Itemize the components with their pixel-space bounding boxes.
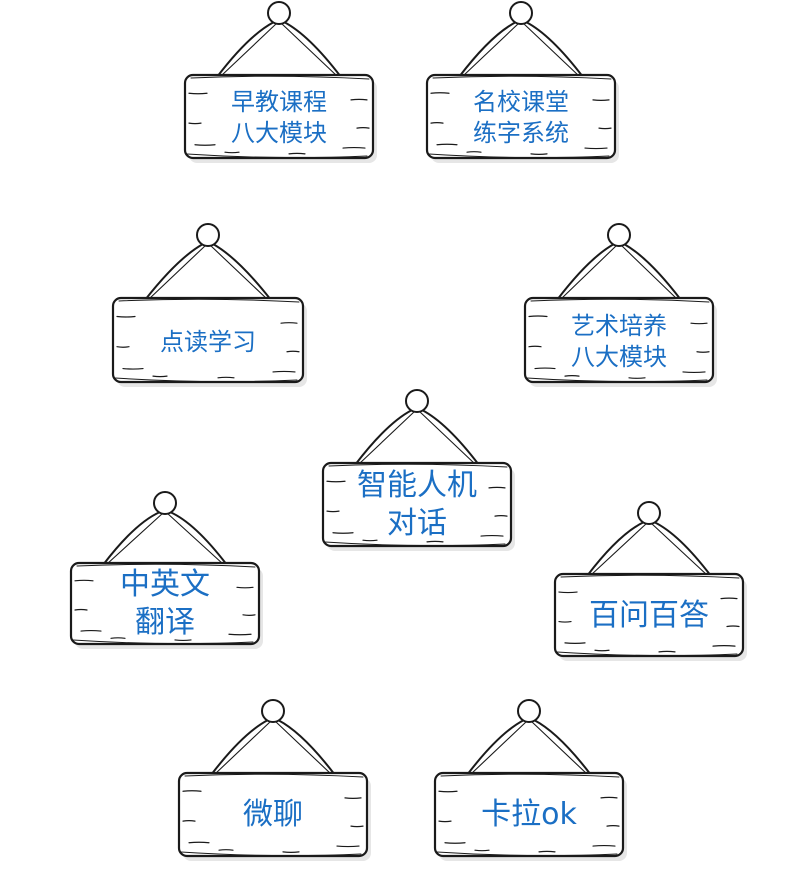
sign-label-line: 智能人机 [357, 467, 477, 503]
sign-early-education: 早教课程 八大模块 [182, 0, 377, 164]
hanging-board-icon [321, 389, 515, 551]
hanging-board-icon [183, 1, 377, 163]
sign-label-line: 微聊 [243, 796, 303, 832]
sign-wechat: 微聊 [176, 698, 371, 862]
sign-ai-chat: 智能人机 对话 [320, 388, 515, 552]
sign-label-line: 百问百答 [589, 597, 709, 633]
sign-label: 点读学习 [110, 302, 306, 382]
sign-calligraphy: 名校课堂 练字系统 [424, 0, 619, 164]
sign-label-line: 八大模块 [231, 119, 327, 147]
sign-label: 百问百答 [552, 576, 746, 656]
sign-label: 智能人机 对话 [320, 464, 514, 546]
sign-label-line: 对话 [387, 506, 447, 541]
sign-label: 艺术培养 八大模块 [522, 302, 716, 382]
sign-label-line: 翻译 [135, 605, 195, 640]
hanging-board-icon [433, 699, 627, 861]
hanging-board-icon [69, 491, 263, 649]
hanging-board-icon [425, 1, 619, 163]
sign-art: 艺术培养 八大模块 [522, 222, 717, 388]
sign-karaoke: 卡拉ok [432, 698, 627, 862]
hanging-board-icon [553, 501, 747, 661]
hanging-board-icon [177, 699, 371, 861]
sign-label-line: 卡拉ok [481, 796, 577, 832]
sign-point-read: 点读学习 [110, 222, 307, 388]
hanging-board-icon [111, 223, 307, 387]
sign-qa: 百问百答 [552, 500, 747, 662]
sign-label: 卡拉ok [432, 774, 626, 856]
sign-label-line: 练字系统 [473, 119, 569, 147]
sign-label: 名校课堂 练字系统 [424, 78, 618, 158]
sign-label-line: 艺术培养 [571, 312, 667, 341]
hanging-board-icon [523, 223, 717, 387]
sign-label: 中英文 翻译 [68, 562, 262, 646]
sign-label-line: 名校课堂 [473, 88, 569, 117]
sign-translate: 中英文 翻译 [68, 490, 263, 650]
sign-label-line: 点读学习 [160, 327, 256, 356]
sign-label: 微聊 [176, 774, 370, 856]
sign-label-line: 八大模块 [571, 343, 667, 371]
sign-label-line: 中英文 [120, 566, 210, 602]
sign-label-line: 早教课程 [231, 88, 327, 117]
sign-label: 早教课程 八大模块 [182, 78, 376, 158]
